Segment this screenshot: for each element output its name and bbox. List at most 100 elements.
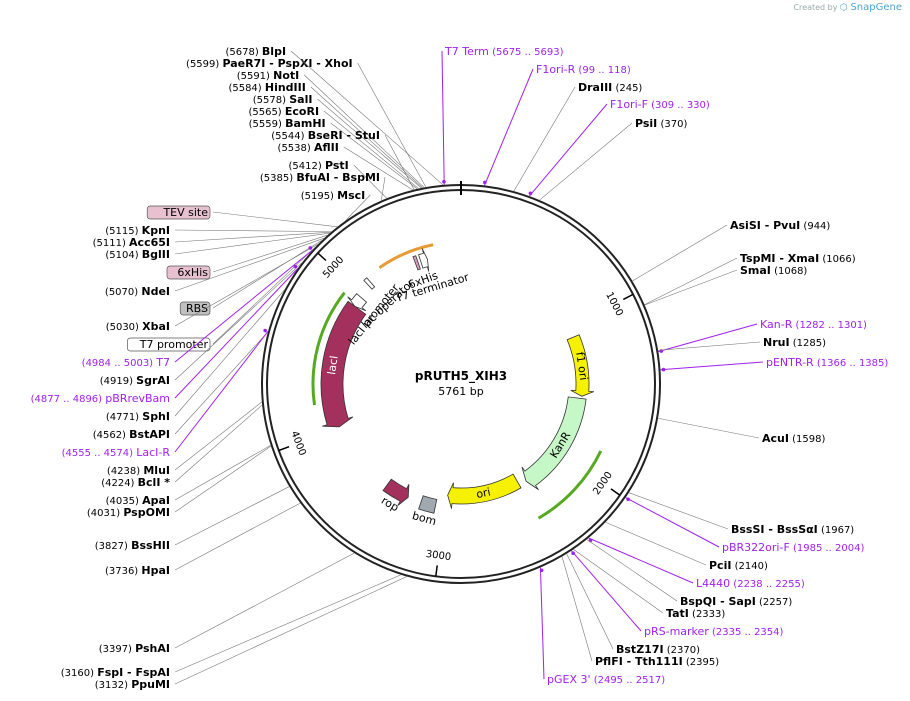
leader-line: [304, 74, 425, 188]
feature-lac-operator[interactable]: [363, 277, 376, 290]
leader-line: [317, 98, 422, 189]
feature-laci[interactable]: [320, 300, 367, 428]
enzyme-label[interactable]: TEV site: [146, 205, 338, 228]
primer-label[interactable]: (4984 .. 5003) T7: [82, 246, 313, 369]
leader-line: [539, 567, 545, 680]
enzyme-label[interactable]: (4035) ApaI: [106, 445, 271, 507]
enzyme-label[interactable]: AcuI (1598): [657, 417, 825, 445]
feature-6xhis[interactable]: [412, 255, 421, 271]
label-text: (5115) KpnI: [105, 224, 170, 237]
enzyme-label[interactable]: (4224) BclI *: [101, 404, 263, 489]
orf-arc: [311, 291, 346, 406]
feature-laci-promoter[interactable]: [347, 293, 368, 312]
orf-arc: [378, 243, 434, 269]
enzyme-label[interactable]: PsiI (370): [539, 117, 688, 201]
leader-line: [174, 445, 271, 501]
enzyme-label[interactable]: (3132) PpuMI: [95, 576, 407, 691]
enzyme-label[interactable]: (5104) BglII: [105, 232, 330, 261]
enzyme-label[interactable]: 6xHis: [166, 234, 328, 280]
feature-kanr[interactable]: [521, 396, 587, 490]
leader-line: [566, 553, 614, 650]
label-text: T7 Term (5675 .. 5693): [444, 45, 564, 58]
enzyme-label[interactable]: TatI (2333): [573, 549, 725, 620]
leader-line: [174, 331, 269, 435]
primer-label[interactable]: pGEX 3' (2495 .. 2517): [539, 567, 665, 686]
primer-label[interactable]: pENTR-R (1366 .. 1385): [660, 356, 888, 372]
enzyme-label[interactable]: (5591) NotI: [237, 69, 425, 188]
feature-label: f1 ori: [573, 351, 590, 381]
enzyme-label[interactable]: (4562) BstAPI: [93, 331, 269, 441]
enzyme-label[interactable]: (5030) XbaI: [106, 244, 319, 333]
leader-line: [174, 331, 269, 453]
enzyme-label[interactable]: BstZ17I (2370): [566, 553, 700, 656]
enzyme-label[interactable]: (5111) Acc65I: [93, 231, 331, 249]
feature-f1-ori[interactable]: [566, 334, 594, 397]
primer-label[interactable]: F1ori-R (99 .. 118): [483, 63, 631, 186]
label-text: (4238) MluI: [107, 464, 170, 477]
leader-line: [573, 549, 664, 614]
enzyme-label[interactable]: (5565) EcoRI: [248, 105, 419, 189]
enzyme-label[interactable]: RBS: [179, 240, 322, 316]
enzyme-label[interactable]: (5559) BamHI: [249, 117, 418, 190]
primer-label[interactable]: F1ori-F (309 .. 330): [528, 98, 710, 197]
enzyme-label[interactable]: (5599) PaeR7I - PspXI - XhoI: [186, 57, 427, 188]
enzyme-label[interactable]: (5578) SalI: [253, 93, 422, 189]
leader-line: [343, 146, 413, 191]
enzyme-label[interactable]: (4919) SgrAI: [100, 262, 303, 387]
feature-ori[interactable]: [447, 473, 522, 509]
primer-label[interactable]: (4877 .. 4896) pBRrevBam: [31, 264, 299, 405]
primer-label[interactable]: (4555 .. 4574) LacI-R: [62, 328, 269, 459]
enzyme-label[interactable]: (3160) FspI - FspAI: [61, 574, 402, 679]
enzyme-label[interactable]: (4031) PspOMI: [87, 445, 272, 519]
leader-line: [174, 231, 331, 243]
enzyme-label[interactable]: (5115) KpnI: [105, 224, 332, 237]
label-text: Kan-R (1282 .. 1301): [760, 318, 867, 331]
enzyme-label[interactable]: BssSI - BssSαI (1967): [628, 492, 854, 536]
enzyme-label[interactable]: AsiSI - PvuI (944): [632, 219, 830, 282]
label-text: (3160) FspI - FspAI: [61, 666, 170, 679]
label-text: L4440 (2238 .. 2255): [696, 577, 805, 590]
feature-t7-terminator[interactable]: [418, 248, 430, 272]
feature-rop[interactable]: [382, 478, 410, 506]
primer-label[interactable]: pRS-marker (2335 .. 2354): [571, 550, 784, 638]
plasmid-length: 5761 bp: [438, 385, 483, 398]
label-text: (5678) BlpI: [225, 45, 286, 58]
enzyme-label[interactable]: (5544) BseRI - StuI: [271, 129, 415, 190]
enzyme-label[interactable]: (3736) HpaI: [105, 502, 301, 577]
leader-line: [384, 134, 415, 190]
enzyme-label[interactable]: (5070) NdeI: [105, 237, 325, 298]
leader-line: [561, 556, 593, 662]
enzyme-label[interactable]: (5195) MscI: [301, 189, 371, 222]
label-text: PflFI - Tth111I (2395): [595, 655, 719, 668]
enzyme-label[interactable]: (3827) BssHII: [95, 486, 290, 552]
enzyme-label[interactable]: (5385) BfuAI - BspMI: [260, 171, 386, 201]
feature-box: [146, 205, 211, 220]
label-text: TatI (2333): [666, 607, 725, 620]
scale-tick: [317, 252, 327, 262]
enzyme-label[interactable]: (4771) SphI: [106, 289, 285, 423]
primer-label[interactable]: pBR322ori-F (1985 .. 2004): [625, 497, 865, 554]
enzyme-label[interactable]: NruI (1285): [658, 336, 826, 351]
enzyme-label[interactable]: (5538) AflII: [278, 141, 413, 191]
enzyme-label[interactable]: TspMI - XmaI (1066): [644, 252, 856, 305]
primer-site-mark: [263, 328, 267, 333]
enzyme-label[interactable]: T7 promoter: [127, 247, 316, 352]
enzyme-label[interactable]: PciI (2140): [605, 521, 768, 572]
leader-line: [625, 497, 720, 548]
enzyme-label[interactable]: (3397) PshAI: [99, 552, 355, 655]
primer-label[interactable]: L4440 (2238 .. 2255): [588, 537, 805, 590]
leader-line: [357, 62, 427, 188]
enzyme-label[interactable]: SmaI (1068): [644, 264, 808, 306]
feature-bom[interactable]: [418, 495, 438, 514]
enzyme-label[interactable]: (4238) MluI: [107, 401, 262, 477]
primer-site-mark: [539, 568, 544, 573]
leader-line: [212, 247, 316, 345]
leader-line: [605, 521, 707, 566]
enzyme-label[interactable]: (5412) PstI: [289, 159, 387, 199]
primer-label[interactable]: T7 Term (5675 .. 5693): [441, 45, 564, 185]
enzyme-label[interactable]: (5678) BlpI: [225, 45, 444, 186]
leader-line: [174, 552, 355, 649]
enzyme-label[interactable]: DraIII (245): [513, 81, 643, 192]
enzyme-label[interactable]: BspQI - SapI (2257): [586, 539, 793, 608]
enzyme-label[interactable]: PflFI - Tth111I (2395): [561, 556, 719, 668]
